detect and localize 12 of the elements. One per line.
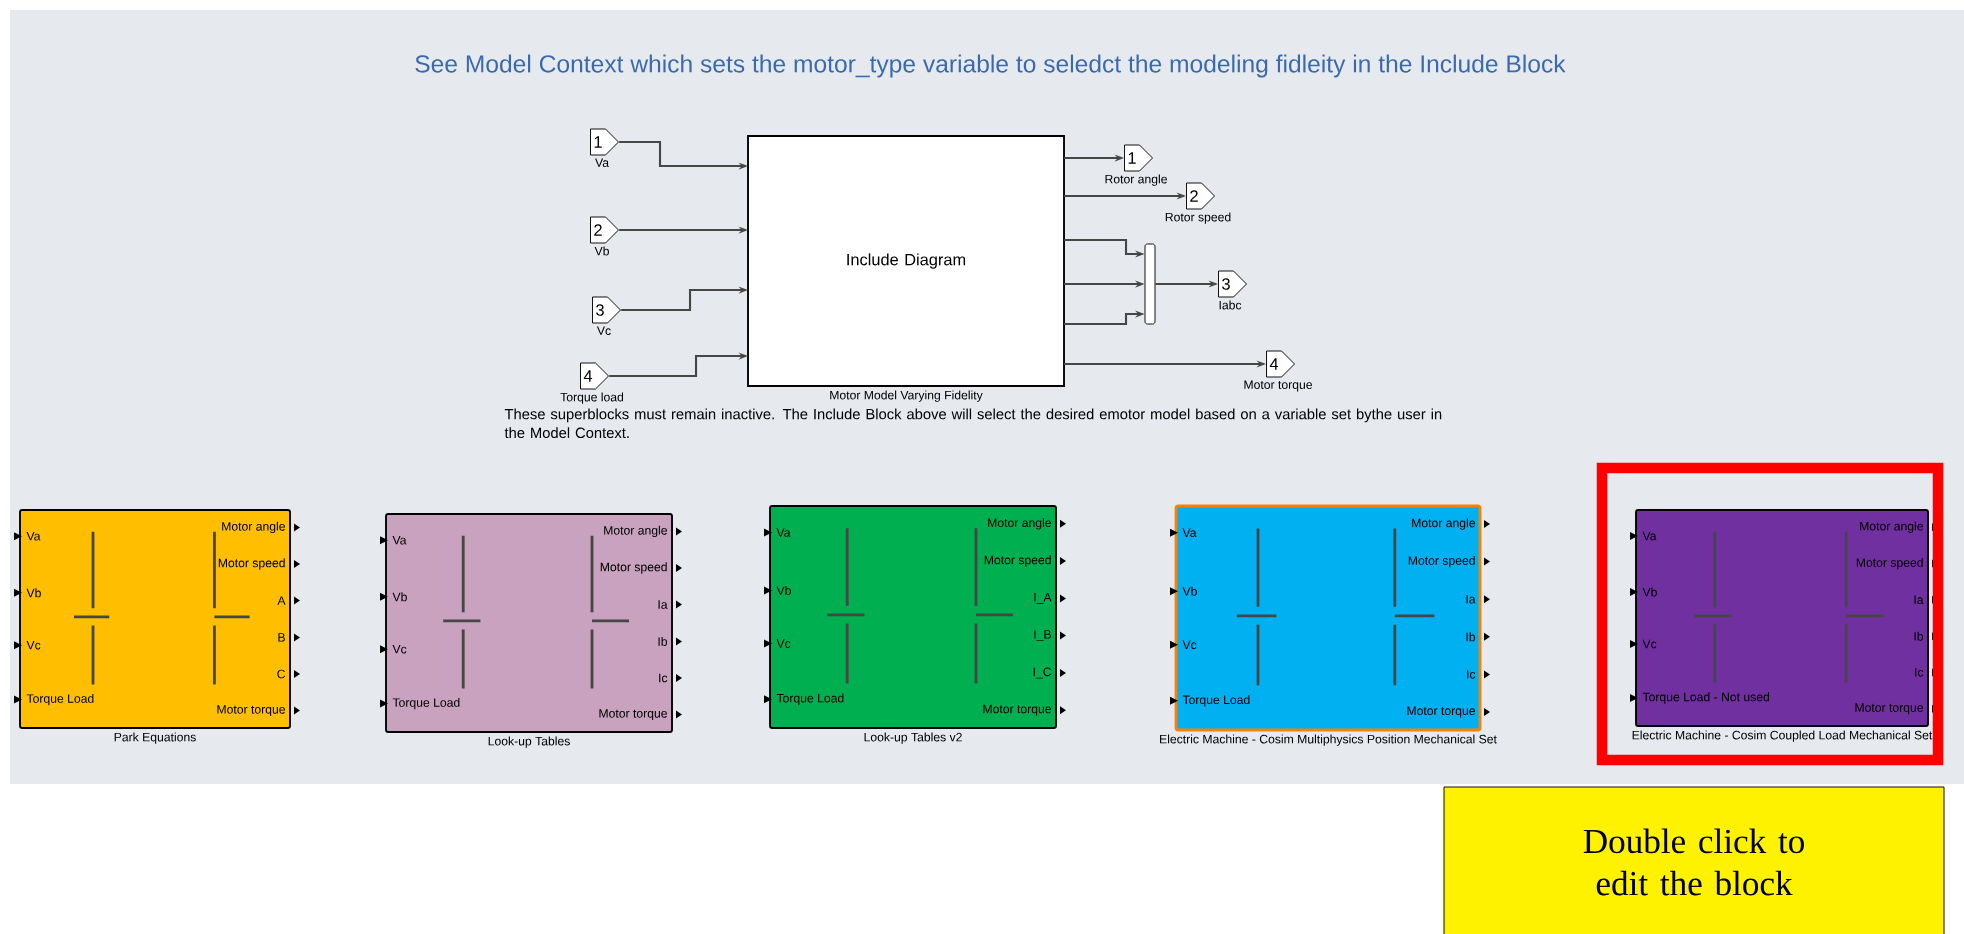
port-number: 3	[596, 304, 604, 316]
port-number: 4	[1269, 358, 1279, 370]
port-number: 3	[1222, 278, 1230, 290]
port-number: 2	[594, 224, 602, 236]
note-box: Double click to edit the block	[1443, 786, 1945, 934]
mux-bar	[1144, 243, 1156, 325]
port-number: 1	[594, 136, 602, 148]
title: See Model Context which sets the motor_type variable to seledct the modeling fidleity in the Include Block	[415, 54, 1566, 78]
port-number: 4	[583, 370, 593, 382]
port-number: 2	[1190, 190, 1198, 202]
include-block: Include Diagram	[747, 135, 1065, 387]
port-number: 1	[1128, 152, 1136, 164]
